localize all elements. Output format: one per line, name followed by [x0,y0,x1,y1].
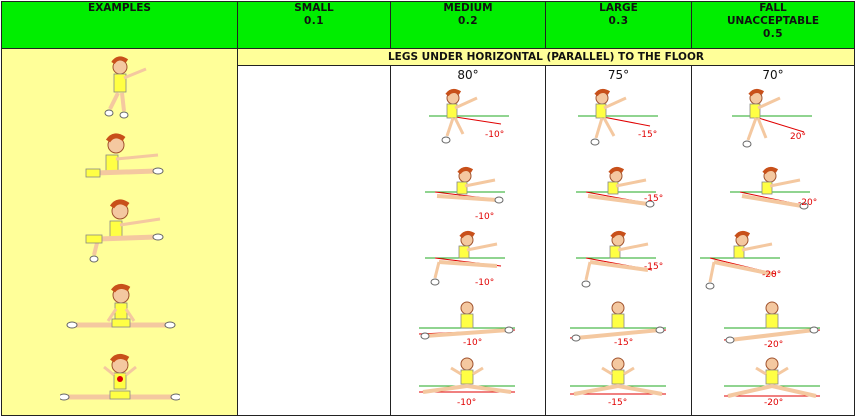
examples-column [1,48,238,416]
fall-split-jump-icon [700,230,780,292]
fall-side-split-icon [724,300,820,346]
gymnast-straddle-jump-icon [76,129,166,189]
header-large-label: LARGE [599,2,638,14]
large-angle-2: -15° [644,194,664,204]
band-row: LEGS UNDER HORIZONTAL (PARALLEL) TO THE … [1,48,855,416]
large-tuck-jump-icon [578,88,658,150]
header-examples: EXAMPLES [1,1,238,49]
header-row: EXAMPLES SMALL 0.1 MEDIUM 0.2 LARGE 0.3 … [1,1,855,49]
fall-front-split-icon [724,356,820,402]
fall-angle-1: 20° [790,132,806,142]
medium-angle-5: -10° [457,398,477,408]
header-examples-label: EXAMPLES [88,2,151,14]
header-fall: FALL UNACCEPTABLE 0.5 [691,1,855,49]
fall-angle-2: -20° [798,198,818,208]
band-title-cell: LEGS UNDER HORIZONTAL (PARALLEL) TO THE … [237,48,855,66]
small-figures [238,66,390,414]
medium-degree: 80° [457,68,479,82]
gymnast-front-split-icon [60,351,180,411]
large-angle-5: -15° [608,398,628,408]
fall-angle-3: -20° [762,270,782,280]
header-small: SMALL 0.1 [237,1,391,49]
large-angle-4: -15° [614,338,634,348]
large-figures: 75° -15° -15° -15° -15° [546,66,691,414]
large-side-split-icon [570,300,666,346]
examples-figures [2,49,237,415]
header-medium: MEDIUM 0.2 [390,1,546,49]
gymnast-side-split-icon [66,281,176,341]
header-fall-label-1: FALL [759,2,787,14]
header-large: LARGE 0.3 [545,1,692,49]
fall-angle-5: -20° [764,398,784,408]
large-angle-3: -15° [644,262,664,272]
fall-angle-4: -20° [764,340,784,350]
medium-angle-4: -10° [463,338,483,348]
header-fall-label-2: UNACCEPTABLE [726,15,820,27]
header-large-value: 0.3 [608,15,629,27]
header-fall-value: 0.5 [762,28,784,40]
band-title: LEGS UNDER HORIZONTAL (PARALLEL) TO THE … [387,51,704,63]
header-small-label: SMALL [294,2,334,14]
header-medium-label: MEDIUM [443,2,493,14]
large-straddle-jump-icon [576,166,656,216]
fall-tuck-jump-icon [732,88,812,150]
figures-row: 80° -10° -10° -10° -10° [2,65,855,416]
fall-figures: 70° 20° -20° -20° -20° [692,66,854,414]
medium-angle-2: -10° [475,212,495,222]
medium-straddle-jump-icon [425,166,505,216]
large-angle-1: -15° [638,130,658,140]
medium-angle-3: -10° [475,278,495,288]
medium-tuck-jump-icon [429,88,509,150]
medium-figures: 80° -10° -10° -10° -10° [391,66,545,414]
small-column [237,65,391,416]
large-degree: 75° [607,68,630,82]
medium-split-jump-icon [425,230,505,290]
large-split-jump-icon [576,230,656,290]
gymnast-split-jump-icon [76,195,166,267]
header-medium-value: 0.2 [457,15,479,27]
large-front-split-icon [570,356,666,402]
medium-front-split-icon [419,356,515,402]
header-small-value: 0.1 [303,15,325,27]
gymnast-tuck-jump-icon [94,53,154,125]
fall-column: 70° 20° -20° -20° -20° [691,65,855,416]
fall-straddle-jump-icon [730,166,810,216]
fall-degree: 70° [762,68,784,82]
large-column: 75° -15° -15° -15° -15° [545,65,692,416]
medium-column: 80° -10° -10° -10° -10° [390,65,546,416]
medium-side-split-icon [419,300,515,346]
medium-angle-1: -10° [485,130,505,140]
